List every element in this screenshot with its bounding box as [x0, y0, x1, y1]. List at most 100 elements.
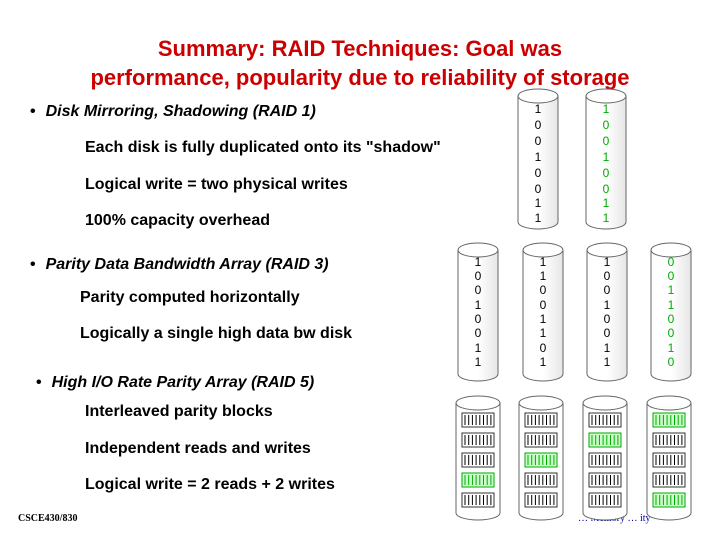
- bit: 0: [475, 312, 482, 326]
- disk-cap: [518, 395, 564, 411]
- parity-block: [652, 492, 686, 508]
- bullet-dot-icon: •: [36, 374, 42, 391]
- bit: 0: [475, 326, 482, 340]
- data-block: [524, 472, 558, 488]
- bit: 0: [603, 134, 610, 148]
- parity-block: [652, 412, 686, 428]
- bullet-raid1-label: Disk Mirroring, Shadowing (RAID 1): [45, 103, 316, 120]
- bit: 0: [603, 182, 610, 196]
- bit: 0: [540, 298, 547, 312]
- slide-title: Summary: RAID Techniques: Goal was perfo…: [0, 34, 720, 92]
- bit: 1: [604, 341, 611, 355]
- bit: 1: [603, 102, 610, 116]
- bit: 1: [475, 255, 482, 269]
- bit: 1: [540, 255, 547, 269]
- bullet-raid5: •High I/O Rate Parity Array (RAID 5): [36, 374, 314, 392]
- block-frame: [588, 412, 622, 428]
- data-block: [652, 432, 686, 448]
- bit: 0: [604, 326, 611, 340]
- bit: 1: [604, 255, 611, 269]
- bit: 1: [535, 211, 542, 225]
- bit: 0: [668, 255, 675, 269]
- bit: 0: [668, 269, 675, 283]
- slide-title-line1: Summary: RAID Techniques: Goal was: [157, 36, 563, 61]
- bit: 0: [604, 283, 611, 297]
- bullet-dot-icon: •: [30, 103, 36, 120]
- bit: 0: [668, 355, 675, 369]
- parity-block: [524, 452, 558, 468]
- bit: 0: [603, 118, 610, 132]
- raid3-point-2: Logically a single high data bw disk: [80, 325, 353, 342]
- bit: 1: [475, 341, 482, 355]
- bit: 1: [475, 298, 482, 312]
- data-block: [588, 472, 622, 488]
- block-frame: [652, 472, 686, 488]
- parity-block: [588, 432, 622, 448]
- block-frame: [524, 452, 558, 468]
- block-frame: [524, 412, 558, 428]
- disk-cap: [646, 395, 692, 411]
- data-block: [588, 412, 622, 428]
- bit: 1: [668, 298, 675, 312]
- raid5-point-3: Logical write = 2 reads + 2 writes: [85, 476, 335, 493]
- raid3-disk-2: 1 1 0 0 1 1 0 1: [522, 242, 564, 382]
- raid1-point-3: 100% capacity overhead: [85, 212, 270, 229]
- bit: 1: [540, 269, 547, 283]
- bit: 0: [475, 269, 482, 283]
- raid5-disk: [582, 395, 628, 521]
- raid5-disk-array: [455, 395, 692, 521]
- raid3-disk-parity: 0 0 1 1 0 0 1 0: [650, 242, 692, 382]
- raid3-disk-1: 1 0 0 1 0 0 1 1: [457, 242, 499, 382]
- bit: 0: [535, 118, 542, 132]
- bit: 0: [604, 269, 611, 283]
- raid5-disk: [646, 395, 692, 521]
- bit: 1: [535, 196, 542, 210]
- bullet-raid3: •Parity Data Bandwidth Array (RAID 3): [30, 256, 329, 274]
- block-frame: [524, 432, 558, 448]
- block-frame: [652, 412, 686, 428]
- data-block: [524, 492, 558, 508]
- raid1-disk-mirror: 1 0 0 1 0 0 1 1: [585, 88, 627, 230]
- disk-cap: [455, 395, 501, 411]
- raid3-point-1: Parity computed horizontally: [80, 289, 300, 306]
- data-block: [588, 492, 622, 508]
- block-frame: [524, 472, 558, 488]
- block-frame: [652, 492, 686, 508]
- data-block: [461, 492, 495, 508]
- data-block: [461, 412, 495, 428]
- raid1-disk-data-bits: 1 0 0 1 0 0 1 1: [535, 102, 542, 225]
- data-block: [652, 452, 686, 468]
- bit: 0: [535, 134, 542, 148]
- bit: 1: [603, 211, 610, 225]
- bit: 0: [604, 312, 611, 326]
- raid1-disk-data: 1 0 0 1 0 0 1 1: [517, 88, 559, 230]
- raid5-point-1: Interleaved parity blocks: [85, 403, 273, 420]
- data-block: [588, 452, 622, 468]
- bit: 1: [475, 355, 482, 369]
- bullet-raid3-label: Parity Data Bandwidth Array (RAID 3): [45, 256, 329, 273]
- raid3-disk-3: 1 0 0 1 0 0 1 1: [586, 242, 628, 382]
- block-frame: [524, 492, 558, 508]
- block-frame: [461, 412, 495, 428]
- block-frame: [588, 472, 622, 488]
- bit: 1: [668, 283, 675, 297]
- raid5-disk: [518, 395, 564, 521]
- bit: 0: [668, 312, 675, 326]
- footer-course: CSCE430/830: [18, 513, 78, 524]
- bit: 1: [603, 196, 610, 210]
- data-block: [652, 472, 686, 488]
- bit: 1: [540, 355, 547, 369]
- bit: 0: [535, 166, 542, 180]
- bit: 0: [668, 326, 675, 340]
- raid1-point-1: Each disk is fully duplicated onto its "…: [85, 139, 441, 156]
- block-frame: [588, 452, 622, 468]
- block-frame: [588, 492, 622, 508]
- bullet-raid1: • Disk Mirroring, Shadowing (RAID 1): [30, 103, 316, 121]
- slide-title-line2: performance, popularity due to reliabili…: [90, 65, 630, 90]
- data-block: [461, 452, 495, 468]
- data-block: [524, 432, 558, 448]
- bit: 1: [668, 341, 675, 355]
- block-frame: [652, 452, 686, 468]
- raid5-disk: [455, 395, 501, 521]
